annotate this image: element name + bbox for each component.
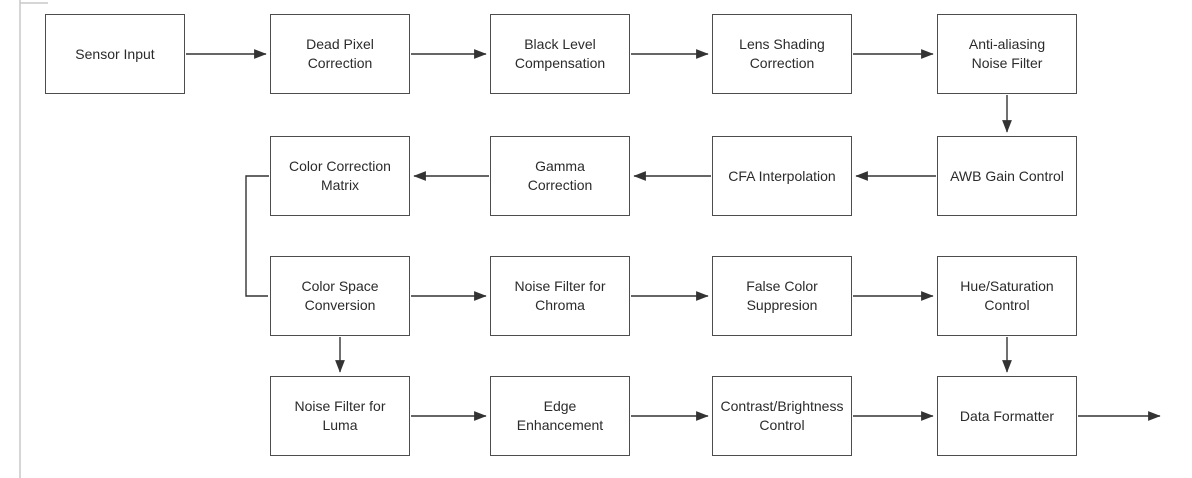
node-awb-gain-control: AWB Gain Control <box>937 136 1077 216</box>
node-gamma-correction: Gamma Correction <box>490 136 630 216</box>
node-false-color-suppresion: False Color Suppresion <box>712 256 852 336</box>
node-sensor-input: Sensor Input <box>45 14 185 94</box>
node-lens-shading-correction: Lens Shading Correction <box>712 14 852 94</box>
node-noise-filter-for-luma: Noise Filter for Luma <box>270 376 410 456</box>
node-black-level-compensation: Black Level Compensation <box>490 14 630 94</box>
node-dead-pixel-correction: Dead Pixel Correction <box>270 14 410 94</box>
node-contrast-brightness-control: Contrast/Brightness Control <box>712 376 852 456</box>
node-hue-saturation-control: Hue/Saturation Control <box>937 256 1077 336</box>
node-data-formatter: Data Formatter <box>937 376 1077 456</box>
node-color-correction-matrix: Color Correction Matrix <box>270 136 410 216</box>
node-cfa-interpolation: CFA Interpolation <box>712 136 852 216</box>
node-edge-enhancement: Edge Enhancement <box>490 376 630 456</box>
connector-ccm-to-csc <box>245 175 269 297</box>
node-color-space-conversion: Color Space Conversion <box>270 256 410 336</box>
node-anti-aliasing-noise-filter: Anti-aliasing Noise Filter <box>937 14 1077 94</box>
node-noise-filter-for-chroma: Noise Filter for Chroma <box>490 256 630 336</box>
